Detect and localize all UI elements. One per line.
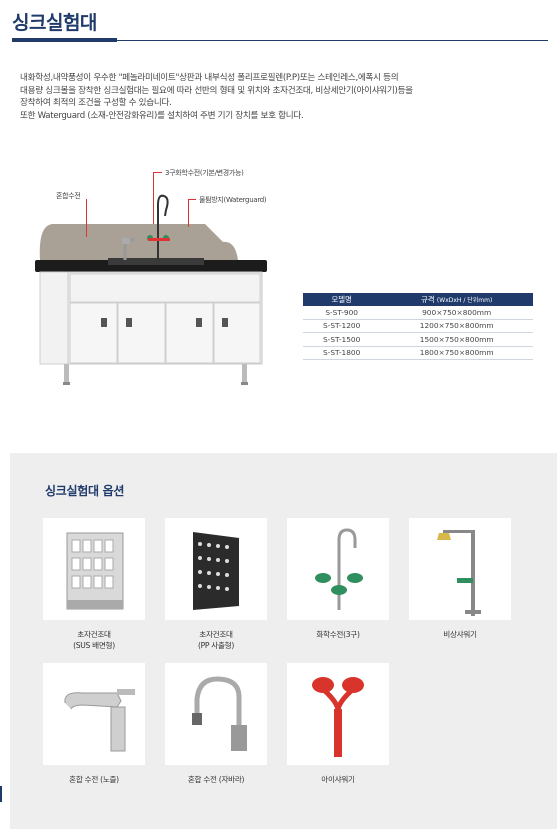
emergency-shower-icon [437, 530, 481, 616]
spec-cell: 1500×750×800mm [380, 332, 533, 347]
glass-dryer-sus-image [43, 518, 145, 620]
spec-cell: 1800×750×800mm [380, 346, 533, 360]
mixing-faucet-label: 혼합수전 [56, 192, 81, 200]
model-cell: S-ST-1200 [303, 319, 381, 333]
eyewash-icon [312, 677, 364, 757]
description-line: 또한 Waterguard (소재-안전강화유리)를 설치하여 주변 기기 장치… [20, 110, 304, 121]
option-label-line: 아이샤워기 [321, 775, 355, 784]
option-label: 혼합 수전 (노즐) [43, 774, 145, 785]
waterguard-label: 물튐방지(Waterguard) [199, 196, 267, 204]
option-label-line: 초자건조대 [199, 630, 233, 639]
spec-header-row: 모델명 규격 (WxDxH / 단위mm) [303, 293, 533, 306]
option-item: 아이샤워기 [287, 663, 389, 785]
spec-header-text: 규격 [420, 295, 435, 304]
callout-line [86, 199, 87, 237]
callout-line [188, 199, 196, 200]
model-cell: S-ST-900 [303, 306, 381, 320]
chemical-faucet-image [287, 518, 389, 620]
product-description: 내화학성,내약품성이 우수한 "페놀라미네이트"상판과 내부식성 폴리프로필렌(… [20, 72, 540, 122]
description-line: 내화학성,내약품성이 우수한 "페놀라미네이트"상판과 내부식성 폴리프로필렌(… [20, 73, 399, 83]
pegboard-dryer-icon [193, 532, 239, 610]
option-label: 초자건조대 (PP 사출형) [165, 629, 267, 651]
eyewash-image [287, 663, 389, 765]
spec-cell: 1200×750×800mm [380, 319, 533, 333]
spec-column-header: 규격 (WxDxH / 단위mm) [380, 293, 533, 306]
model-cell: S-ST-1800 [303, 346, 381, 360]
glass-dryer-rack-icon [66, 532, 124, 610]
option-label-line: 혼합 수전 (노즐) [69, 775, 119, 784]
title-divider [12, 40, 548, 41]
sink-bench-image [35, 194, 267, 385]
spec-unit: (WxDxH / 단위mm) [436, 297, 493, 304]
callout-line [188, 199, 189, 227]
spec-cell: 900×750×800mm [380, 306, 533, 320]
option-label: 비상샤워기 [409, 629, 511, 640]
page-corner-mark [0, 786, 2, 802]
callout-line [153, 172, 162, 173]
options-panel: 싱크실험대 옵션 초자건조대 (SUS 배면형) [10, 453, 557, 829]
option-item: 비상샤워기 [409, 518, 511, 640]
option-item: 혼합 수전 (노즐) [43, 663, 145, 785]
chemical-faucet-label: 3구화학수전(기본/변경가능) [165, 169, 244, 177]
callout-line [153, 172, 154, 224]
model-column-header: 모델명 [303, 293, 381, 306]
option-label-line: 초자건조대 [77, 630, 111, 639]
option-label: 화학수전(3구) [287, 629, 389, 640]
option-item: 초자건조대 (SUS 배면형) [43, 518, 145, 651]
mixing-faucet-flex-icon [192, 676, 247, 751]
option-label: 혼합 수전 (자바라) [165, 774, 267, 785]
emergency-shower-image [409, 518, 511, 620]
glass-dryer-pp-image [165, 518, 267, 620]
option-label-line: 화학수전(3구) [316, 630, 360, 639]
sink-bench-illustration [30, 160, 275, 390]
option-item: 혼합 수전 (자바라) [165, 663, 267, 785]
page-title: 싱크실험대 [12, 12, 97, 34]
mixing-faucet-flex-image [165, 663, 267, 765]
model-cell: S-ST-1500 [303, 332, 381, 347]
options-title: 싱크실험대 옵션 [45, 484, 125, 498]
mixing-faucet-nozzle-image [43, 663, 145, 765]
description-line: 장착하여 최적의 조건을 구성할 수 있습니다. [20, 98, 172, 108]
option-label: 초자건조대 (SUS 배면형) [43, 629, 145, 651]
option-item: 초자건조대 (PP 사출형) [165, 518, 267, 651]
option-label: 아이샤워기 [287, 774, 389, 785]
option-label-line: (SUS 배면형) [73, 641, 115, 650]
chemical-faucet-icon [315, 528, 363, 610]
option-label-line: 혼합 수전 (자바라) [187, 775, 245, 784]
option-item: 화학수전(3구) [287, 518, 389, 640]
mixing-faucet-nozzle-icon [64, 689, 135, 752]
option-label-line: 비상샤워기 [443, 630, 477, 639]
option-label-line: (PP 사출형) [197, 641, 235, 650]
description-line: 대용량 싱크볼을 장착한 싱크실험대는 필요에 따라 선반의 형태 및 위치와 … [20, 85, 413, 96]
